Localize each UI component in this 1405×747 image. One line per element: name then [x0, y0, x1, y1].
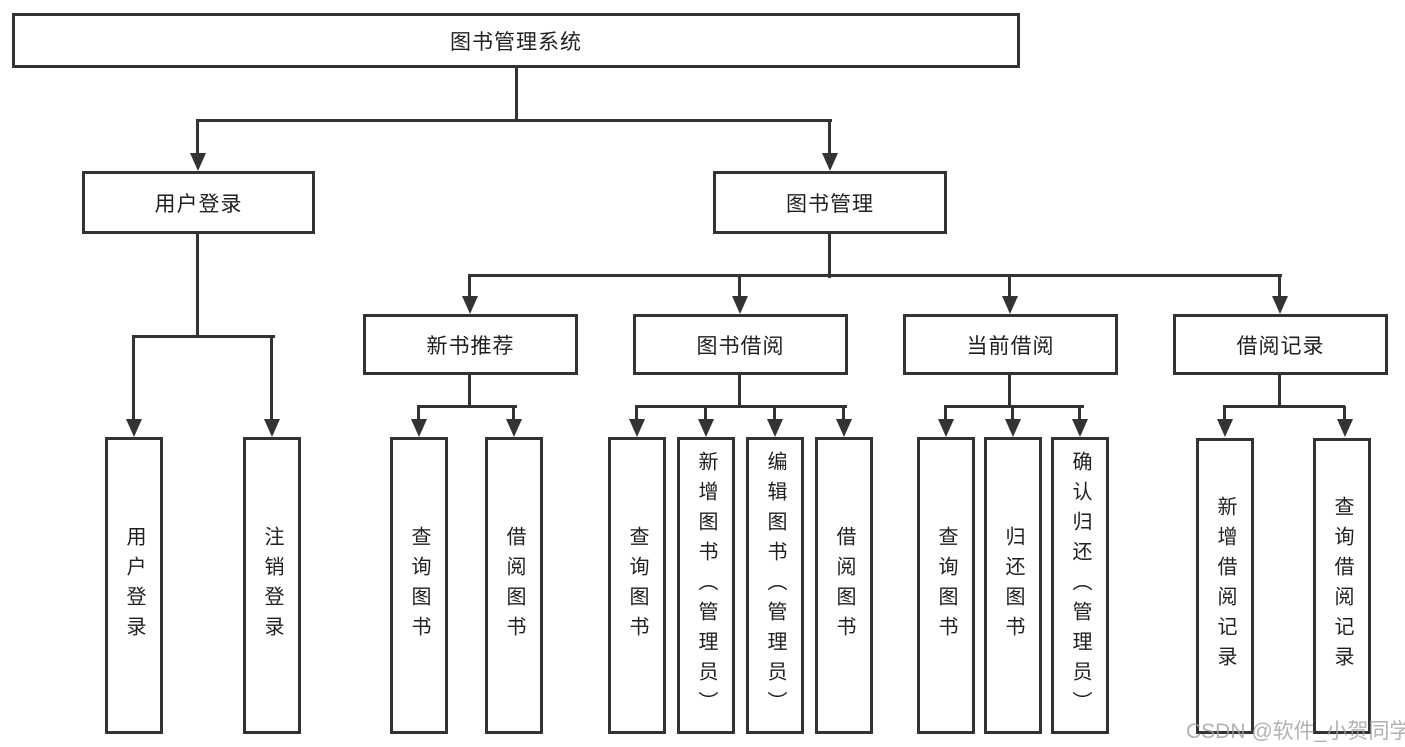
- leaf-add-borrow-record-label: 新增借阅记录: [1214, 496, 1236, 676]
- connector-to-current-borrow: [1008, 275, 1011, 298]
- arrowhead-g1-c1: [411, 419, 427, 437]
- leaf-borrow-book: 借阅图书: [815, 437, 873, 734]
- leaf-add-book-admin: 新增图书（管理员）: [677, 437, 735, 734]
- node-new-book-recommend: 新书推荐: [363, 314, 578, 375]
- connector-to-new-book: [468, 275, 471, 298]
- connector-to-book-management: [828, 120, 831, 155]
- arrowhead-current-borrow: [1002, 296, 1018, 314]
- connector-to-leaf-user-login: [132, 336, 135, 421]
- leaf-edit-book-admin: 编辑图书（管理员）: [746, 437, 804, 734]
- arrowhead-new-book: [462, 296, 478, 314]
- connector-to-leaf-logout: [270, 336, 273, 421]
- node-book-management: 图书管理: [713, 171, 947, 234]
- arrowhead-g3-c3: [1072, 419, 1088, 437]
- connector-g2-c1: [635, 406, 638, 421]
- node-new-book-recommend-label: 新书推荐: [426, 334, 515, 358]
- arrowhead-book-management: [822, 153, 838, 171]
- connector-login-crossbar: [132, 335, 275, 338]
- connector-g4-c2: [1343, 406, 1346, 421]
- leaf-add-book-admin-label: 新增图书（管理员）: [695, 450, 717, 721]
- leaf-query-borrow-record: 查询借阅记录: [1313, 438, 1371, 734]
- arrowhead-g2-c3: [767, 419, 783, 437]
- node-book-borrow-label: 图书借阅: [696, 334, 785, 358]
- arrowhead-g2-c4: [836, 419, 852, 437]
- leaf-logout-login-label: 注销登录: [261, 525, 283, 646]
- arrowhead-leaf-logout: [264, 419, 280, 437]
- leaf-user-login-label: 用户登录: [123, 525, 145, 646]
- connector-g3-crossbar: [944, 405, 1084, 408]
- connector-to-book-borrow: [738, 275, 741, 298]
- arrowhead-g2-c1: [629, 419, 645, 437]
- arrowhead-g1-c2: [506, 419, 522, 437]
- connector-g3-stem: [1008, 375, 1011, 408]
- node-book-management-label: 图书管理: [786, 192, 874, 216]
- arrowhead-user-login: [190, 153, 206, 171]
- leaf-query-book-current: 查询图书: [917, 437, 975, 734]
- leaf-borrow-book-recommend: 借阅图书: [485, 437, 543, 734]
- arrowhead-g4-c2: [1337, 419, 1353, 437]
- connector-g4-c1: [1223, 406, 1226, 421]
- leaf-logout-login: 注销登录: [243, 437, 301, 734]
- node-root-label: 图书管理系统: [450, 30, 582, 54]
- arrowhead-g2-c2: [698, 419, 714, 437]
- arrowhead-borrow-record: [1272, 296, 1288, 314]
- connector-g1-stem: [468, 375, 471, 408]
- node-borrow-record: 借阅记录: [1173, 314, 1388, 375]
- arrowhead-g3-c2: [1005, 419, 1021, 437]
- node-book-borrow: 图书借阅: [633, 314, 848, 375]
- arrowhead-g4-c1: [1217, 419, 1233, 437]
- connector-g1-crossbar: [417, 405, 517, 408]
- leaf-edit-book-admin-label: 编辑图书（管理员）: [764, 450, 786, 721]
- connector-to-borrow-record: [1278, 275, 1281, 298]
- node-current-borrow-label: 当前借阅: [966, 334, 1055, 358]
- leaf-borrow-book-recommend-label: 借阅图书: [503, 525, 525, 646]
- connector-root-stem: [515, 68, 518, 122]
- leaf-add-borrow-record: 新增借阅记录: [1196, 438, 1254, 734]
- leaf-query-book-current-label: 查询图书: [935, 525, 957, 646]
- csdn-watermark: CSDN @软件_小贺同学: [1186, 720, 1405, 743]
- node-borrow-record-label: 借阅记录: [1236, 334, 1325, 358]
- connector-g4-crossbar: [1223, 405, 1345, 408]
- leaf-query-borrow-record-label: 查询借阅记录: [1331, 496, 1353, 676]
- connector-g3-c2: [1011, 406, 1014, 421]
- arrowhead-g3-c1: [938, 419, 954, 437]
- connector-g2-crossbar: [635, 405, 847, 408]
- node-user-login-label: 用户登录: [154, 192, 243, 216]
- connector-g2-c4: [842, 406, 845, 421]
- leaf-return-book: 归还图书: [984, 437, 1042, 734]
- arrowhead-book-borrow: [732, 296, 748, 314]
- connector-mgmt-crossbar: [468, 274, 1282, 277]
- node-root-system: 图书管理系统: [12, 13, 1020, 68]
- leaf-confirm-return-admin: 确认归还（管理员）: [1051, 437, 1109, 734]
- leaf-query-book-borrow-label: 查询图书: [626, 525, 648, 646]
- leaf-query-book-recommend-label: 查询图书: [408, 525, 430, 646]
- connector-g2-c3: [773, 406, 776, 421]
- leaf-query-book-borrow: 查询图书: [608, 437, 666, 734]
- connector-g3-c3: [1078, 406, 1081, 421]
- connector-root-crossbar: [196, 119, 832, 122]
- connector-g2-c2: [704, 406, 707, 421]
- connector-g2-stem: [738, 375, 741, 408]
- leaf-query-book-recommend: 查询图书: [390, 437, 448, 734]
- connector-g4-stem: [1278, 375, 1281, 408]
- node-current-borrow: 当前借阅: [903, 314, 1118, 375]
- connector-mgmt-stem: [828, 234, 831, 278]
- connector-g1-c1: [417, 406, 420, 421]
- connector-g1-c2: [512, 406, 515, 421]
- connector-to-user-login: [196, 120, 199, 155]
- leaf-user-login: 用户登录: [105, 437, 163, 734]
- connector-login-stem: [196, 234, 199, 338]
- node-user-login: 用户登录: [82, 171, 315, 234]
- leaf-confirm-return-admin-label: 确认归还（管理员）: [1069, 450, 1091, 721]
- connector-g3-c1: [944, 406, 947, 421]
- leaf-borrow-book-label: 借阅图书: [833, 525, 855, 646]
- leaf-return-book-label: 归还图书: [1002, 525, 1024, 646]
- arrowhead-leaf-user-login: [126, 419, 142, 437]
